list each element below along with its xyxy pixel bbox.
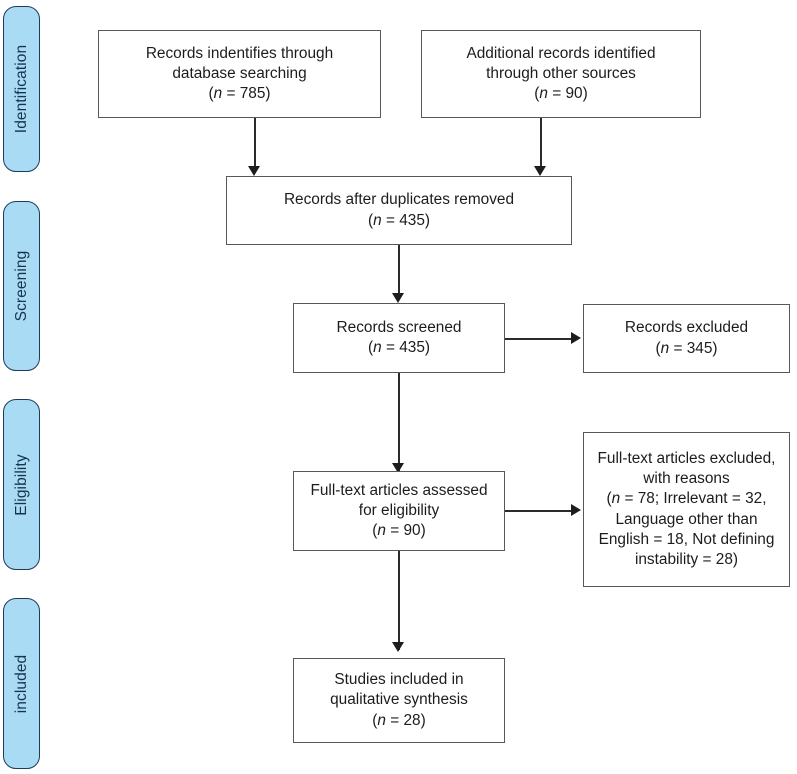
node-text: Additional records identified through ot… xyxy=(459,44,662,104)
stage-label-identification: Identification xyxy=(12,44,30,134)
connector-screened-to-excluded xyxy=(505,338,573,340)
node-text: Full-text articles assessed for eligibil… xyxy=(303,481,494,541)
connector-duplicates-to-screened xyxy=(398,245,400,295)
arrowhead-database-to-duplicates xyxy=(248,166,260,176)
node-text: Records indentifies through database sea… xyxy=(139,44,340,104)
node-line-1: Additional records identified xyxy=(466,44,656,62)
node-count: (n = 435) xyxy=(367,339,431,356)
node-line-2: qualitative synthesis xyxy=(330,691,468,709)
arrowhead-screened-to-fulltext xyxy=(392,463,404,473)
connector-screened-to-fulltext xyxy=(398,373,400,471)
node-count: (n = 90) xyxy=(534,85,588,102)
node-records-after-duplicates-removed: Records after duplicates removed (n = 43… xyxy=(226,176,572,245)
connector-other-to-duplicates xyxy=(540,118,542,170)
stage-pill-included: included xyxy=(3,598,40,769)
connector-fulltext-to-studies xyxy=(398,551,400,650)
node-line-1: Studies included in xyxy=(334,671,464,689)
node-fulltext-articles-excluded-with-reasons: Full-text articles excluded, with reason… xyxy=(583,432,790,587)
node-text: Records after duplicates removed (n = 43… xyxy=(277,190,521,230)
node-reason-line-1: Language other than xyxy=(615,510,758,528)
arrowhead-fulltext-to-studies xyxy=(392,642,404,652)
node-line-1: Records excluded xyxy=(624,319,749,337)
node-count: (n = 785) xyxy=(208,85,271,102)
node-studies-included-qualitative-synthesis: Studies included in qualitative synthesi… xyxy=(293,658,505,743)
node-count: (n = 90) xyxy=(372,522,426,539)
node-count: (n = 78; Irrelevant = 32, xyxy=(606,490,767,508)
node-line-1: Full-text articles assessed xyxy=(310,481,488,499)
node-count: (n = 345) xyxy=(655,339,718,357)
node-text: Full-text articles excluded, with reason… xyxy=(591,449,783,569)
stage-label-included: included xyxy=(12,654,30,713)
node-text: Records screened (n = 435) xyxy=(330,318,469,358)
node-count: (n = 28) xyxy=(372,711,426,729)
arrowhead-duplicates-to-screened xyxy=(392,293,404,303)
node-line-2: for eligibility xyxy=(358,501,440,519)
stage-pill-identification: Identification xyxy=(3,6,40,172)
node-line-2: through other sources xyxy=(486,64,636,82)
node-line-1: Records indentifies through xyxy=(145,44,334,62)
node-additional-records-other-sources: Additional records identified through ot… xyxy=(421,30,701,118)
node-line-2: with reasons xyxy=(643,470,730,488)
node-line-1: Records screened xyxy=(336,318,462,336)
node-line-2: database searching xyxy=(172,64,307,82)
node-fulltext-articles-assessed: Full-text articles assessed for eligibil… xyxy=(293,471,505,551)
arrowhead-screened-to-excluded xyxy=(571,332,581,344)
stage-pill-screening: Screening xyxy=(3,201,40,371)
node-records-excluded: Records excluded (n = 345) xyxy=(583,304,790,373)
node-line-1: Full-text articles excluded, xyxy=(597,450,776,468)
arrowhead-other-to-duplicates xyxy=(534,166,546,176)
connector-database-to-duplicates xyxy=(254,118,256,170)
connector-fulltext-to-excluded xyxy=(505,510,573,512)
arrowhead-fulltext-to-excluded xyxy=(571,504,581,516)
stage-label-screening: Screening xyxy=(12,250,30,322)
node-reason-line-2: English = 18, Not defining xyxy=(598,530,775,548)
node-reason-line-3: instability = 28) xyxy=(634,550,739,568)
stage-pill-eligibility: Eligibility xyxy=(3,399,40,570)
node-count: (n = 435) xyxy=(367,211,431,229)
stage-label-eligibility: Eligibility xyxy=(12,453,30,516)
node-text: Records excluded (n = 345) xyxy=(618,318,755,358)
node-records-identified-database: Records indentifies through database sea… xyxy=(98,30,381,118)
node-records-screened: Records screened (n = 435) xyxy=(293,303,505,373)
node-line-1: Records after duplicates removed xyxy=(283,191,515,209)
node-text: Studies included in qualitative synthesi… xyxy=(323,670,475,730)
